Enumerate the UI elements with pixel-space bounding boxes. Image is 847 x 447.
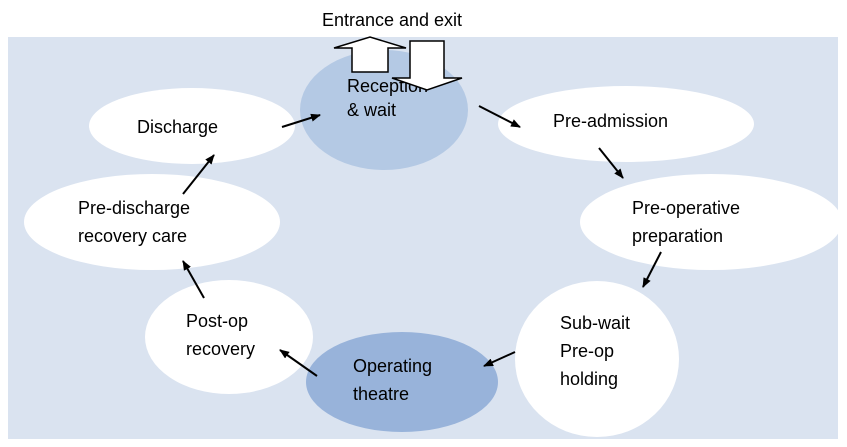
node-sub-wait: Sub-wait Pre-op holding [515,281,679,437]
node-post-op: Post-op recovery [145,280,313,394]
node-pre-discharge: Pre-discharge recovery care [24,174,280,270]
exit-up-arrow-icon [333,36,407,73]
arrow-operating-theatre-to-post-op [279,349,318,377]
discharge-ellipse [89,88,295,164]
flow-arrows [182,105,662,377]
discharge-label: Discharge [137,117,218,137]
entrance-down-arrow-icon [391,40,463,91]
pre-operative-label: Pre-operative preparation [632,198,745,246]
node-discharge: Discharge [89,88,295,164]
pre-operative-ellipse [580,174,842,270]
arrow-post-op-to-pre-discharge [182,260,205,299]
sub-wait-ellipse [515,281,679,437]
pre-admission-ellipse [498,86,754,162]
node-pre-operative: Pre-operative preparation [580,174,842,270]
entrance-exit-label: Entrance and exit [322,10,462,30]
arrow-pre-discharge-to-discharge [182,154,215,195]
sub-wait-label: Sub-wait Pre-op holding [560,313,635,389]
operating-theatre-ellipse [306,332,498,432]
post-op-ellipse [145,280,313,394]
pre-discharge-ellipse [24,174,280,270]
arrow-pre-admission-to-pre-operative [598,147,624,179]
arrow-sub-wait-to-operating-theatre [483,351,516,367]
arrow-pre-operative-to-sub-wait [642,251,662,288]
arrow-discharge-to-reception [281,113,321,128]
pre-admission-label: Pre-admission [553,111,668,131]
operating-theatre-label: Operating theatre [353,356,437,404]
node-pre-admission: Pre-admission [498,86,754,162]
pre-discharge-label: Pre-discharge recovery care [78,198,195,246]
node-operating-theatre: Operating theatre [306,332,498,432]
post-op-label: Post-op recovery [186,311,255,359]
arrow-reception-to-pre-admission [478,105,521,128]
entrance-exit-arrows [333,36,463,91]
